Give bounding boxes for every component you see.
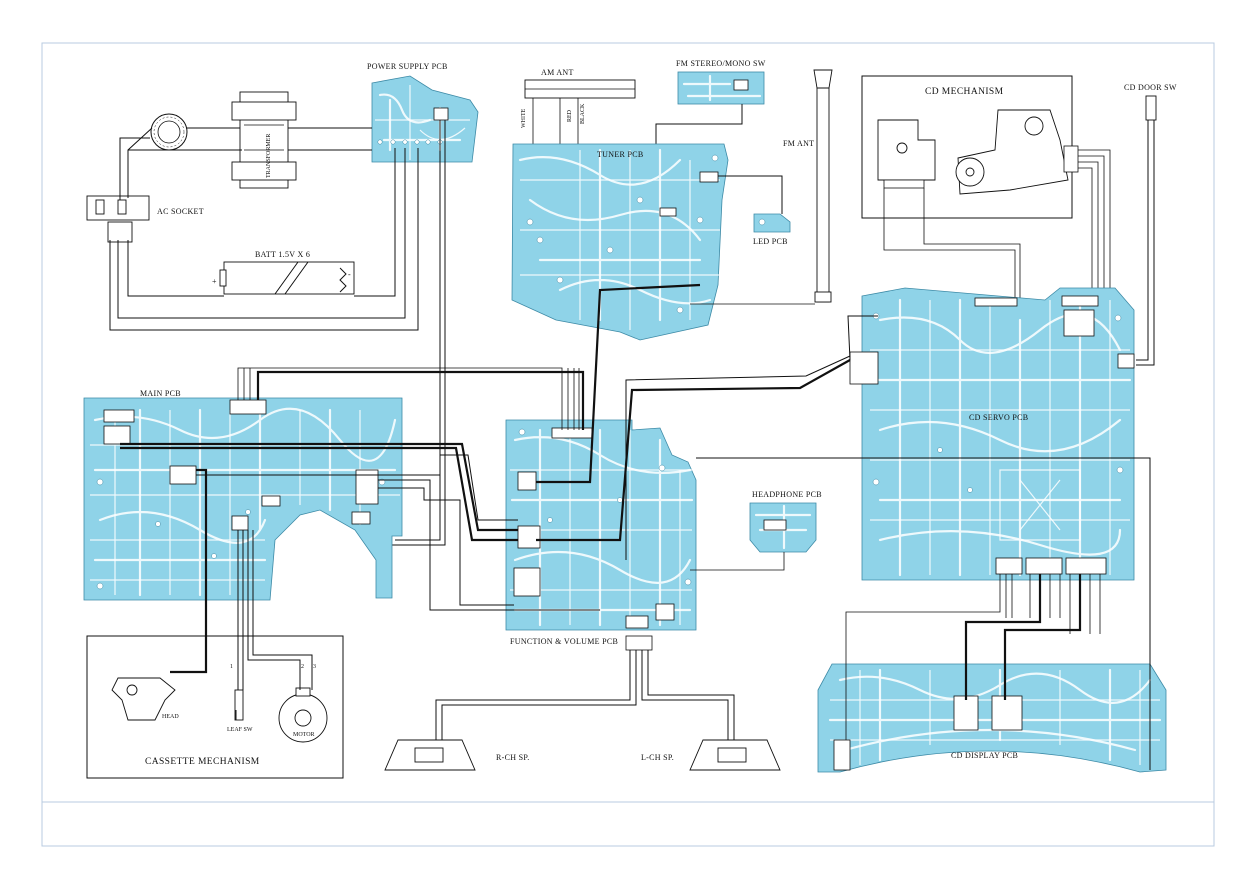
- tuner-pads: [526, 154, 719, 314]
- am-antenna: AM ANT WHITE RED BLACK: [521, 68, 636, 240]
- battery-minus: -: [348, 270, 351, 279]
- am-red-label: RED: [567, 109, 573, 122]
- servo-pads: [872, 312, 1124, 493]
- cassette-mechanism: CASSETTE MECHANISM HEAD LEAF SW MOTOR 1 …: [86, 635, 344, 779]
- am-white-label: WHITE: [521, 108, 527, 128]
- l-ch-speaker: L-CH SP.: [641, 739, 781, 771]
- power-supply-pads: [377, 139, 443, 145]
- r-ch-speaker: R-CH SP.: [384, 739, 530, 771]
- fm-ant-label: FM ANT: [783, 139, 814, 148]
- cassette-mechanism-label: CASSETTE MECHANISM: [145, 757, 260, 767]
- function-volume-pcb-group: FUNCTION & VOLUME PCB: [505, 419, 697, 646]
- tuner-pcb: [511, 143, 729, 341]
- tuner-section: AM ANT WHITE RED BLACK FM STEREO/MONO SW…: [511, 59, 833, 341]
- head-label: HEAD: [162, 714, 179, 720]
- battery-plus: +: [212, 277, 217, 286]
- led-pcb: LED PCB: [753, 213, 791, 246]
- fm-antenna: FM ANT: [783, 69, 833, 303]
- pin-1-leaf: 1: [230, 664, 233, 670]
- leaf-sw-label: LEAF SW: [227, 727, 253, 733]
- cd-display-pcb-group: CD DISPLAY PCB: [817, 663, 1167, 773]
- am-black-label: BLACK: [580, 103, 586, 124]
- battery-pack: BATT 1.5V X 6 + -: [212, 250, 355, 295]
- power-supply-section: POWER SUPPLY PCB TRANSFORMER AC SOCKET: [86, 62, 479, 546]
- headphone-pcb-label: HEADPHONE PCB: [752, 490, 822, 499]
- pin-2-motor: 2: [301, 664, 304, 670]
- fm-switch-pcb: FM STEREO/MONO SW: [676, 59, 766, 105]
- page-frame: [41, 42, 1215, 847]
- l-ch-sp-label: L-CH SP.: [641, 753, 674, 762]
- am-ant-label: AM ANT: [541, 68, 574, 77]
- cd-servo-pcb-group: CD SERVO PCB: [849, 287, 1135, 581]
- pin-3-motor: 3: [313, 664, 316, 670]
- tuner-pcb-label: TUNER PCB: [597, 150, 644, 159]
- toroid-filter: [150, 113, 188, 151]
- cd-door-switch: CD DOOR SW: [1124, 83, 1177, 366]
- battery-label: BATT 1.5V X 6: [255, 250, 310, 259]
- power-supply-pcb: [371, 75, 479, 163]
- transformer: TRANSFORMER: [231, 91, 297, 189]
- led-pcb-label: LED PCB: [753, 237, 788, 246]
- headphone-pcb-group: HEADPHONE PCB: [749, 490, 822, 553]
- cd-servo-pcb-label: CD SERVO PCB: [969, 413, 1028, 422]
- transformer-label: TRANSFORMER: [266, 134, 272, 178]
- fm-switch-label: FM STEREO/MONO SW: [676, 59, 766, 68]
- main-pcb-label: MAIN PCB: [140, 389, 181, 398]
- motor-label: MOTOR: [293, 732, 315, 738]
- cd-display-pcb-label: CD DISPLAY PCB: [951, 751, 1018, 760]
- r-ch-sp-label: R-CH SP.: [496, 753, 530, 762]
- cd-mechanism-label: CD MECHANISM: [925, 87, 1004, 97]
- main-pads: [96, 478, 386, 590]
- function-pads: [518, 428, 692, 586]
- function-volume-pcb-label: FUNCTION & VOLUME PCB: [510, 637, 618, 646]
- power-supply-pcb-label: POWER SUPPLY PCB: [367, 62, 448, 71]
- ac-socket-label: AC SOCKET: [157, 207, 204, 216]
- cd-mechanism: CD MECHANISM: [861, 75, 1079, 219]
- ac-socket: AC SOCKET: [86, 195, 204, 243]
- cd-door-sw-label: CD DOOR SW: [1124, 83, 1177, 92]
